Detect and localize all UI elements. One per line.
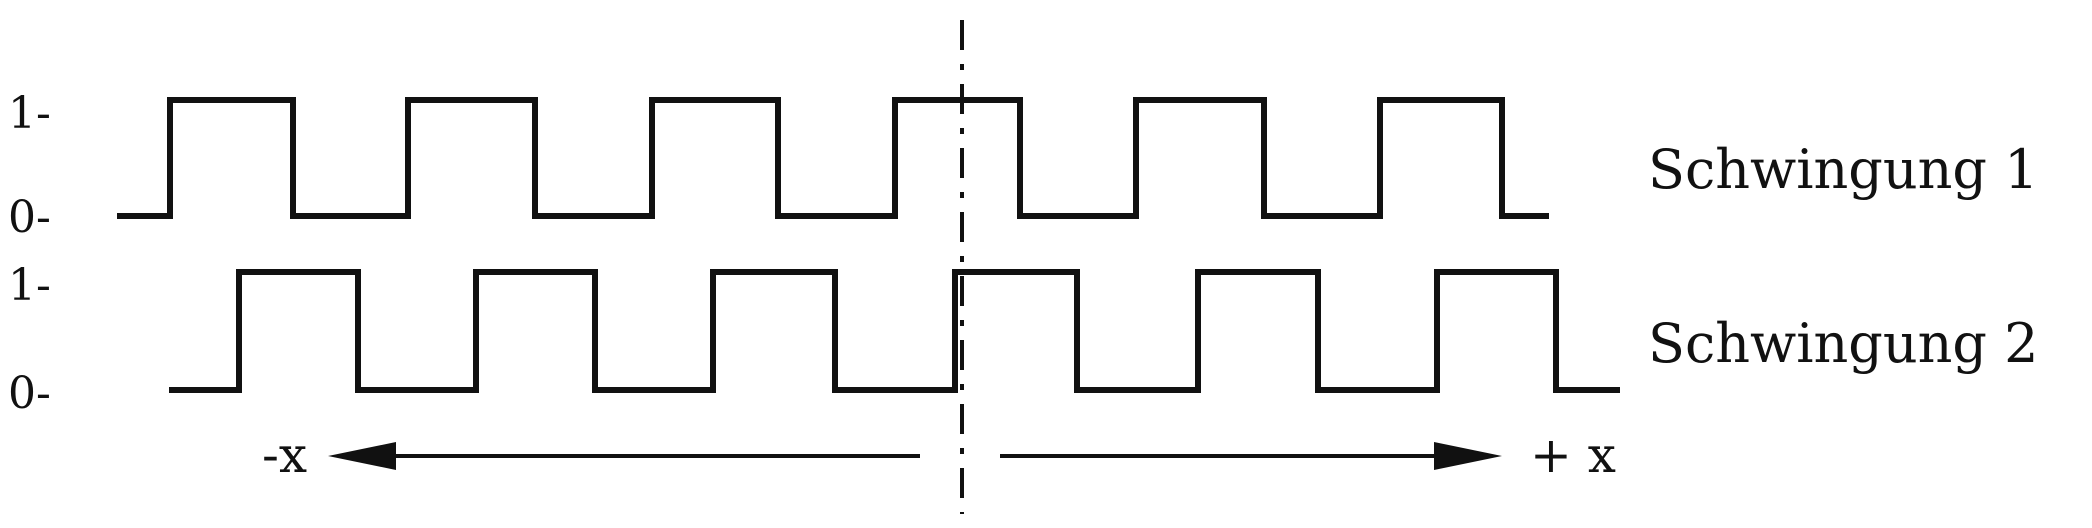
signal-2-high-level-label: 1- <box>8 260 51 311</box>
signal-2-low-level-label: 0- <box>8 368 51 419</box>
signal-2-waveform <box>169 269 1620 393</box>
signal-1-high-level-label: 1- <box>8 88 51 139</box>
positive-direction-arrow <box>1000 442 1502 470</box>
signal-1-low-level-label: 0- <box>8 192 51 243</box>
negative-direction-arrow <box>328 442 920 470</box>
negative-direction-label: -x <box>262 426 307 484</box>
signal-1-waveform <box>117 97 1549 219</box>
signal-1-name: Schwingung 1 <box>1648 138 2039 201</box>
positive-direction-label: + x <box>1530 426 1616 484</box>
signal-2-name: Schwingung 2 <box>1648 312 2039 375</box>
